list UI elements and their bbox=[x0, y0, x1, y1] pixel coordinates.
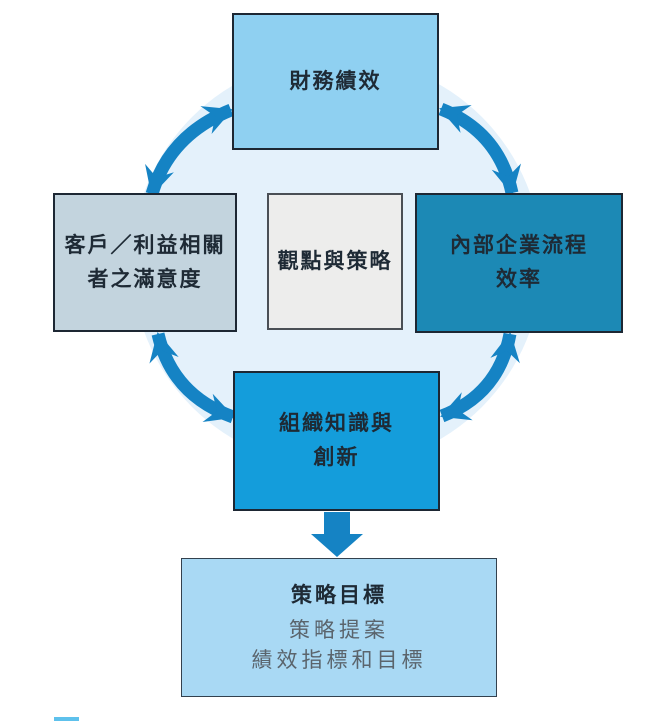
cycle-arrow-top-left-icon bbox=[145, 103, 234, 196]
box-customer-stakeholder-satisfaction: 客戶／利益相關 者之滿意度 bbox=[53, 193, 237, 332]
cycle-arrow-top-right-icon bbox=[438, 102, 522, 195]
box-customer-stakeholder-satisfaction-label: 客戶／利益相關 者之滿意度 bbox=[64, 233, 226, 291]
box-strategic-goals: 策略目標 策略提案 績效指標和目標 bbox=[181, 558, 497, 697]
strategic-goals-line-initiatives: 策略提案 bbox=[289, 618, 389, 642]
box-financial-performance: 財務績效 bbox=[232, 13, 439, 150]
box-organizational-knowledge-innovation-label: 組織知識與 創新 bbox=[279, 412, 394, 469]
box-organizational-knowledge-innovation: 組織知識與 創新 bbox=[233, 371, 440, 511]
box-perspectives-and-strategy: 觀點與策略 bbox=[267, 193, 403, 330]
cycle-arrow-bottom-left-icon bbox=[149, 332, 236, 424]
box-financial-performance-label: 財務績效 bbox=[289, 69, 382, 93]
box-internal-business-process-efficiency-label: 內部企業流程 效率 bbox=[450, 234, 588, 291]
strategic-goals-title: 策略目標 bbox=[291, 583, 387, 607]
down-arrow-icon bbox=[311, 512, 363, 557]
box-internal-business-process-efficiency: 內部企業流程 效率 bbox=[415, 193, 623, 333]
cycle-arrow-bottom-right-icon bbox=[439, 332, 520, 423]
strategic-goals-line-indicators: 績效指標和目標 bbox=[251, 648, 427, 672]
cropped-legend-sliver bbox=[54, 717, 79, 721]
box-perspectives-and-strategy-label: 觀點與策略 bbox=[277, 249, 393, 273]
